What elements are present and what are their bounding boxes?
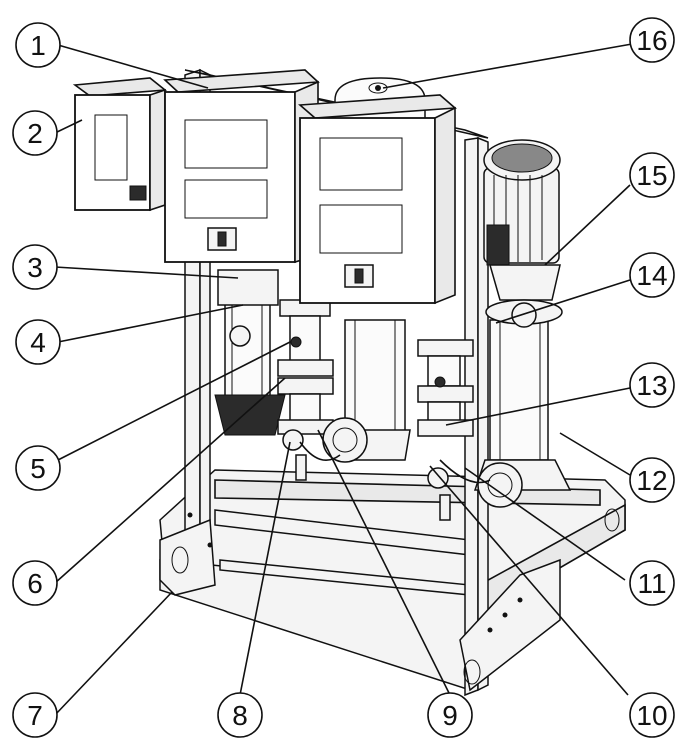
callout-11: 11 [629,560,675,606]
pump-left [214,269,286,436]
callout-label-14: 14 [636,260,667,291]
control-box-left [163,69,320,264]
callout-1: 1 [15,22,61,68]
callout-10: 10 [629,692,675,738]
callout-13: 13 [629,362,675,408]
callout-3: 3 [12,244,58,290]
callout-16: 16 [629,17,675,63]
callout-label-5: 5 [30,453,46,484]
callout-label-15: 15 [636,160,667,191]
callout-label-12: 12 [636,465,667,496]
callout-5: 5 [15,445,61,491]
valve-assembly-right [417,339,523,521]
pump-right [473,139,572,491]
callout-14: 14 [629,252,675,298]
callout-4: 4 [15,319,61,365]
callout-label-16: 16 [636,25,667,56]
callout-label-8: 8 [232,700,248,731]
callout-9: 9 [427,692,473,738]
callout-label-10: 10 [636,700,667,731]
callout-label-2: 2 [27,118,43,149]
callout-label-7: 7 [27,700,43,731]
callout-15: 15 [629,152,675,198]
callout-12: 12 [629,457,675,503]
callout-7: 7 [12,692,58,738]
control-box-small [72,77,168,212]
control-box-right [298,94,457,305]
callout-8: 8 [217,692,263,738]
leader-lines [54,43,633,716]
callout-2: 2 [12,110,58,156]
callout-6: 6 [12,560,58,606]
valve-assembly-left [277,299,368,481]
callout-label-11: 11 [637,568,666,599]
callout-label-3: 3 [27,252,43,283]
callout-label-1: 1 [30,30,46,61]
callout-label-13: 13 [636,370,667,401]
callout-label-9: 9 [442,700,458,731]
callout-label-6: 6 [27,568,43,599]
pump-center [339,319,411,461]
callout-label-4: 4 [30,327,46,358]
